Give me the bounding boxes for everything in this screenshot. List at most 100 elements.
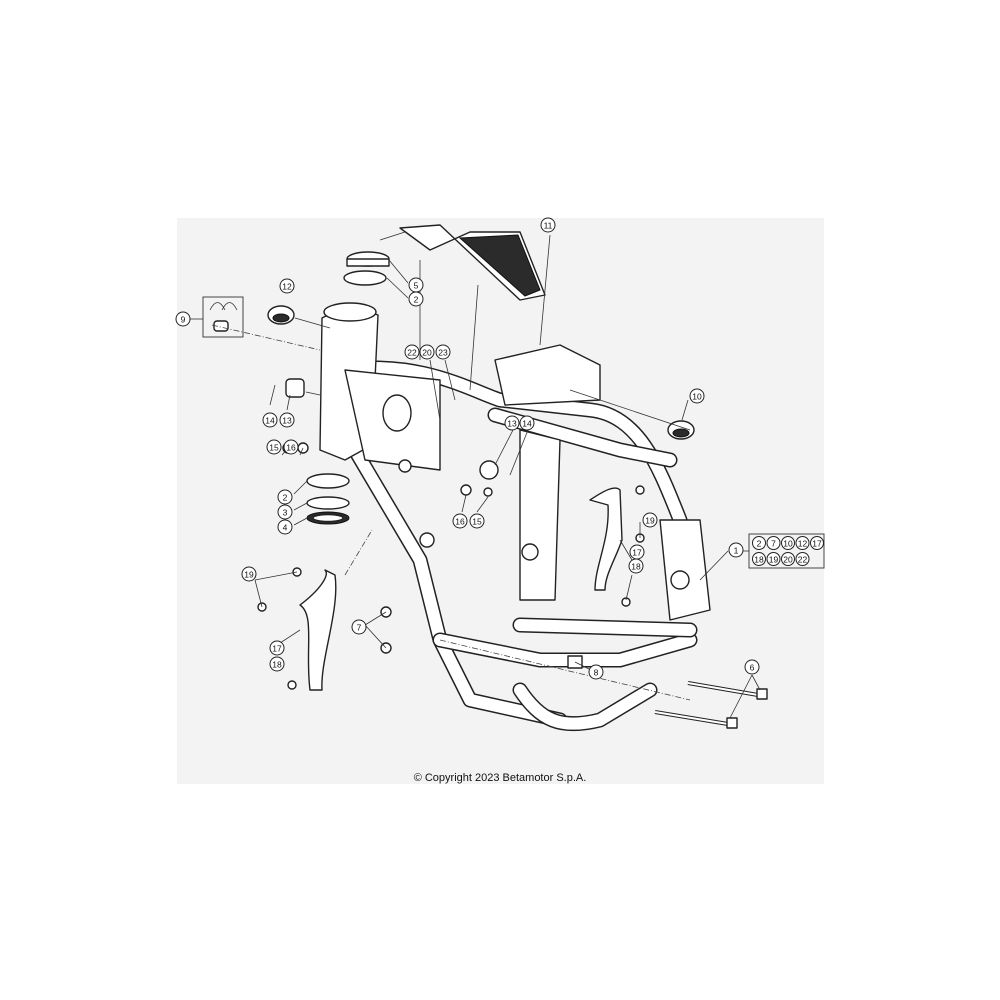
callout-circle [642,512,658,528]
callout-circle [469,513,485,529]
callout-circle [435,344,451,360]
callout-label: 20 [422,348,432,358]
kit-label-circle [752,552,766,566]
kit-label-text: 20 [783,555,793,565]
callout-label: 4 [283,523,288,533]
callout-9: 9 [175,311,191,327]
kit-label-18: 18 [752,552,766,566]
callout-circle [628,558,644,574]
callout-label: 18 [272,660,282,670]
callout-16: 16 [452,513,468,529]
steering-head [319,302,441,471]
kit-9 [202,296,244,338]
callout-label: 13 [507,419,517,429]
bearings [306,251,390,525]
callout-label: 10 [692,392,702,402]
callout-label: 16 [455,517,465,527]
callout-5: 5 [408,277,424,293]
brackets [299,487,623,691]
callout-22: 22 [404,344,420,360]
kit-label-circle [766,536,781,550]
long-bolts [654,681,768,729]
kit-label-text: 7 [771,539,776,549]
callout-label: 14 [522,419,532,429]
callout-label: 1 [734,546,739,556]
callout-circle [744,659,760,675]
callout-23: 23 [435,344,451,360]
callout-label: 19 [244,570,254,580]
callout-13: 13 [279,412,295,428]
callout-label: 3 [283,508,288,518]
kit-label-text: 19 [769,555,779,565]
callout-18: 18 [269,656,285,672]
kit-label-circle [766,552,781,566]
callout-label: 17 [272,644,282,654]
callout-1: 1 [728,542,744,558]
callout-11: 11 [540,217,556,233]
callout-label: 7 [357,623,362,633]
callout-label: 9 [181,315,186,325]
callout-12: 12 [279,278,295,294]
callout-circle [269,640,285,656]
callout-17: 17 [629,544,645,560]
callout-label: 14 [265,416,275,426]
kit-label-circle [781,552,795,566]
callout-circle [277,489,293,505]
callout-circle [283,439,299,455]
kit-label-text: 17 [812,539,822,549]
callout-label: 11 [544,221,553,231]
callout-label: 15 [269,443,279,453]
callout-circle [266,439,282,455]
callout-label: 8 [594,668,599,678]
callout-8: 8 [588,664,604,680]
callout-circle [175,311,191,327]
leader-lines [190,234,761,719]
callout-circle [408,277,424,293]
kit-label-text: 12 [798,539,808,549]
callout-circle [277,519,293,535]
skid-plate [379,224,546,301]
callout-label: 13 [282,416,292,426]
callout-circle [452,513,468,529]
kit-label-7: 7 [766,536,781,550]
callout-circle [540,217,556,233]
callout-14: 14 [519,415,535,431]
kit-label-10: 10 [781,536,795,550]
callout-label: 6 [750,663,755,673]
callout-16: 16 [283,439,299,455]
kit-label-text: 18 [754,555,764,565]
callout-14: 14 [262,412,278,428]
callout-circle [504,415,520,431]
callout-circle [269,656,285,672]
callout-18: 18 [628,558,644,574]
callout-15: 15 [469,513,485,529]
kit-label-text: 10 [783,539,793,549]
callout-circle [519,415,535,431]
callout-label: 17 [632,548,642,558]
callout-15: 15 [266,439,282,455]
kit-label-circle [795,536,810,550]
callout-13: 13 [504,415,520,431]
kit-label-17: 17 [810,536,824,550]
callout-circle [588,664,604,680]
kit-box-1 [743,533,825,569]
callout-19: 19 [642,512,658,528]
callout-circle [689,388,705,404]
bushings [257,378,645,690]
callout-19: 19 [241,566,257,582]
callout-4: 4 [277,519,293,535]
callout-circle [728,542,744,558]
callout-label: 23 [438,348,448,358]
callout-circle [404,344,420,360]
kit-label-22: 22 [795,552,810,566]
callout-10: 10 [689,388,705,404]
callout-17: 17 [269,640,285,656]
callout-circle [277,504,293,520]
callout-2: 2 [277,489,293,505]
callout-label: 19 [645,516,655,526]
kit-label-circle [781,536,795,550]
kit-label-19: 19 [766,552,781,566]
callout-3: 3 [277,504,293,520]
